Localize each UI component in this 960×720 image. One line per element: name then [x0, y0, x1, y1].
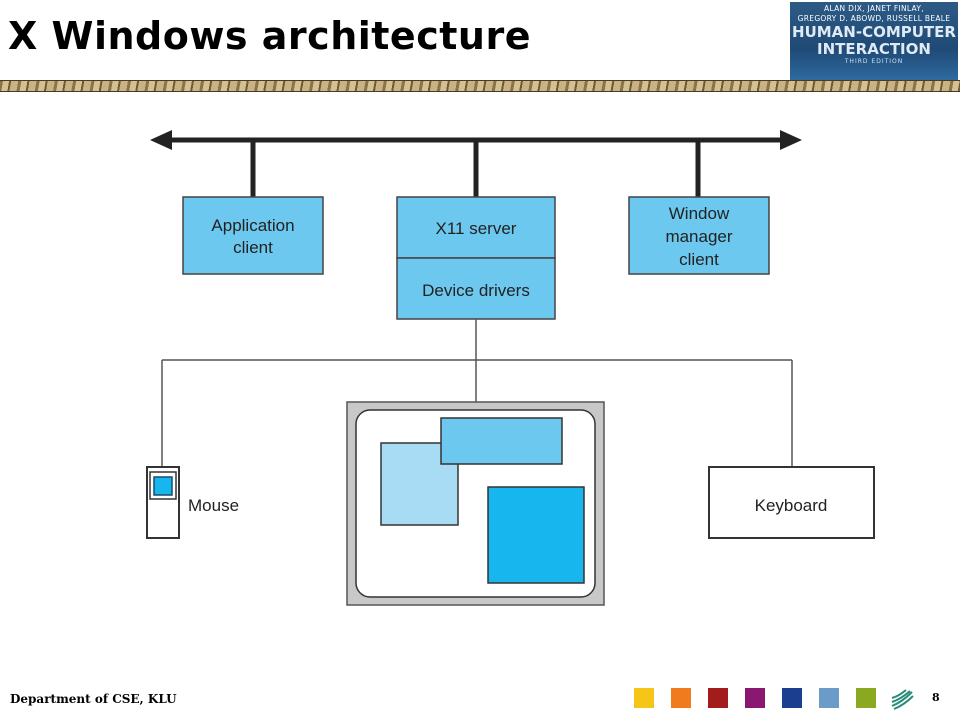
footer-swatch-light-blue: [819, 688, 839, 708]
mouse-label: Mouse: [188, 496, 239, 515]
footer-swatch-red: [708, 688, 728, 708]
university-logo-icon: [891, 689, 914, 710]
footer-swatch-yellow: [634, 688, 654, 708]
window-manager-client-box: [628, 196, 770, 275]
application-client-label-line-1: Application: [211, 216, 294, 235]
slide-title: X Windows architecture: [8, 14, 531, 58]
book-cover-image: ALAN DIX, JANET FINLAY, GREGORY D. ABOWD…: [790, 2, 958, 80]
application-client-box: [182, 196, 324, 275]
book-edition: THIRD EDITION: [844, 58, 904, 65]
screen-window-front: [487, 486, 585, 584]
device-drivers-label: Device drivers: [422, 281, 530, 300]
footer-department: Department of CSE, KLU: [10, 692, 177, 706]
footer-swatch-orange: [671, 688, 691, 708]
bus-arrow-right: [780, 130, 802, 150]
keyboard-label: Keyboard: [755, 496, 828, 515]
screen-window-top: [440, 417, 563, 465]
x11-server-label: X11 server: [436, 219, 517, 238]
book-authors-line-2: GREGORY D. ABOWD, RUSSELL BEALE: [797, 14, 951, 23]
footer-swatch-purple: [745, 688, 765, 708]
bus-arrow-left: [150, 130, 172, 150]
device-drivers-box: [396, 257, 556, 320]
window-manager-label-line-2: manager: [665, 227, 732, 246]
book-title-line-1: HUMAN-COMPUTER: [792, 23, 956, 41]
mouse-icon: [153, 476, 173, 496]
window-manager-label-line-1: Window: [669, 204, 730, 223]
application-client-label-line-2: client: [233, 238, 273, 257]
window-manager-label-line-3: client: [679, 250, 719, 269]
keyboard-box: [708, 466, 875, 539]
page-number: 8: [932, 691, 940, 704]
footer-swatch-blue: [782, 688, 802, 708]
title-divider: [0, 80, 960, 92]
x11-server-box: [396, 196, 556, 259]
book-authors-line-1: ALAN DIX, JANET FINLAY,: [824, 4, 924, 13]
book-title-line-2: INTERACTION: [817, 40, 931, 58]
footer-swatch-green: [856, 688, 876, 708]
